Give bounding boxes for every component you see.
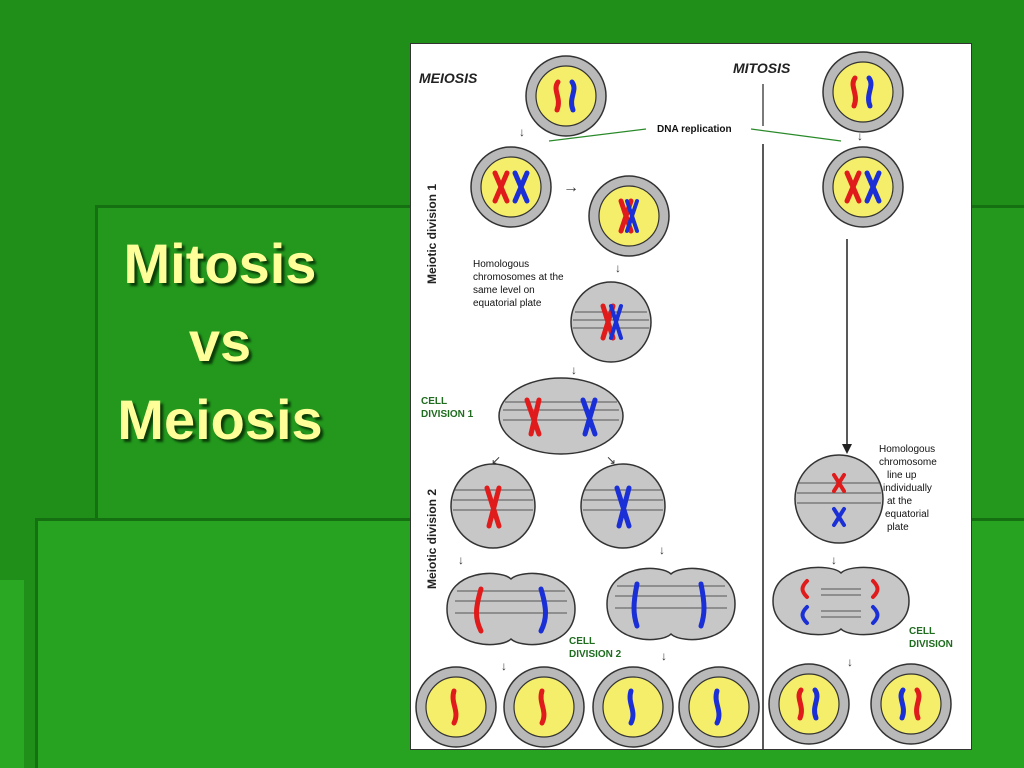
svg-text:↓: ↓ (857, 129, 863, 143)
mitosis-parent-cell (822, 51, 904, 133)
meiosis-mitosis-diagram: ↓ → ↓ ↓ ↙ ↘ (410, 43, 972, 750)
diagram-graphics: ↓ → ↓ ↓ ↙ ↘ (415, 51, 952, 749)
note-line: Homologous (879, 444, 936, 455)
meiosis-daughter-cell-1 (415, 666, 497, 748)
note-line: equatorial plate (473, 298, 542, 309)
meiosis-replicated-cell (470, 146, 552, 228)
mitosis-daughter-cell-2 (870, 663, 952, 745)
note-line: Homologous (473, 259, 530, 270)
meiosis-daughter-cell-4 (678, 666, 760, 748)
label-line: DIVISION 2 (569, 649, 622, 660)
svg-text:↓: ↓ (831, 553, 837, 567)
meiosis-daughter-cell-3 (592, 666, 674, 748)
svg-text:↓: ↓ (615, 261, 621, 275)
label-line: CELL (569, 636, 596, 647)
mitosis-daughter-cell-1 (768, 663, 850, 745)
meiosis-anaphase1-cell (498, 377, 624, 455)
meiosis-division2-blue-cell (580, 463, 666, 549)
note-line: chromosome (879, 457, 937, 468)
mitosis-anaphase-cell (772, 566, 910, 636)
svg-text:↓: ↓ (661, 649, 667, 663)
meiosis-header: MEIOSIS (419, 70, 478, 86)
dna-replication-label: DNA replication (657, 124, 732, 135)
meiosis-telophase-blue-cell (606, 567, 736, 641)
title-line-2: vs (188, 310, 252, 373)
note-line: chromosomes at the (473, 272, 564, 283)
meiotic-division-2-label: Meiotic division 2 (425, 488, 439, 589)
label-line: CELL (421, 396, 448, 407)
mitosis-metaphase-cell (794, 454, 884, 544)
svg-text:↓: ↓ (458, 553, 464, 567)
meiosis-daughter-cell-2 (503, 666, 585, 748)
meiosis-paired-cell (588, 175, 670, 257)
title-line-3: Meiosis (117, 388, 323, 451)
note-line: line up (887, 470, 917, 481)
svg-text:→: → (563, 179, 579, 196)
note-line: same level on (473, 285, 535, 296)
note-line: individually (883, 483, 932, 494)
meiosis-telophase-red-cell (446, 572, 576, 646)
note-line: at the (887, 496, 913, 507)
mitosis-header: MITOSIS (733, 60, 791, 76)
mitosis-replicated-cell (822, 146, 904, 228)
title-line-1: Mitosis (123, 232, 317, 295)
slide-title: Mitosis vs Meiosis (60, 225, 380, 459)
label-line: DIVISION (909, 639, 953, 650)
svg-text:↓: ↓ (519, 125, 525, 139)
svg-text:↙: ↙ (491, 453, 501, 467)
svg-text:↓: ↓ (571, 363, 577, 377)
label-line: DIVISION 1 (421, 409, 474, 420)
svg-text:↓: ↓ (501, 659, 507, 673)
meiotic-division-1-label: Meiotic division 1 (425, 183, 439, 284)
svg-text:↓: ↓ (659, 543, 665, 557)
meiosis-division2-red-cell (450, 463, 536, 549)
meiosis-parent-cell (525, 55, 607, 137)
meiosis-metaphase1-cell (570, 281, 652, 363)
note-line: equatorial (885, 509, 929, 520)
svg-text:↓: ↓ (847, 655, 853, 669)
label-line: CELL (909, 626, 936, 637)
note-line: plate (887, 522, 909, 533)
svg-text:↘: ↘ (606, 453, 616, 467)
